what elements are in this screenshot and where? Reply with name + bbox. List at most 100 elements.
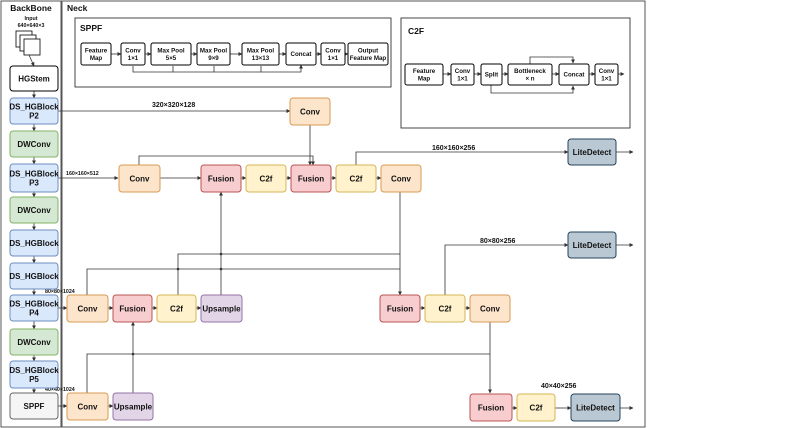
sppf-feature-map-label: Map [90,55,103,62]
sppf-output-label: Output [358,47,378,54]
sppf-maxpool-5-label: 5×5 [166,55,177,62]
backbone-dwconv-2: DWConv [9,196,59,224]
c2f-conv-in-label: Conv [455,68,471,75]
sppf-conv-in-label: Conv [125,47,141,54]
sppf-concat-label: Concat [291,51,312,58]
sppf-conv-out-label: Conv [325,47,341,54]
sppf-maxpool-9-label: 9×9 [208,55,219,62]
node-fusion-1: Fusion [200,164,242,193]
backbone-dwconv-1: DWConv [9,130,59,158]
backbone-dwconv-3-label: DWConv [17,338,51,347]
node-conv-p3-label: Conv [130,174,151,183]
node-detect-medium-label: LiteDetect [573,241,612,250]
node-detect-small: LiteDetect [570,393,621,422]
node-c2f-p4: C2f [156,294,197,323]
node-detect-medium: LiteDetect [567,231,617,259]
node-c2f-5-label: C2f [530,403,543,412]
node-detect-small-label: LiteDetect [576,403,615,412]
connectors [28,52,634,410]
label-p3-size: 160×160×512 [66,171,99,177]
backbone-frame [0,0,62,428]
input-image-stack-icon [15,30,41,56]
node-conv-p4-label: Conv [78,304,99,313]
backbone-hgblock-b-label: DS_HGBlock [9,272,59,281]
backbone-hgblock-p4-label: P4 [29,308,39,317]
sppf-conv-out-label: 1×1 [328,55,339,62]
sppf-panel-title: SPPF [80,23,102,33]
node-conv-4-label: Conv [480,304,501,313]
label-out-small: 40×40×256 [541,383,577,390]
sppf-panel [74,17,392,88]
input-label: Input [25,16,38,22]
node-c2f-1-label: C2f [260,174,273,183]
label-out-medium: 80×80×256 [480,238,516,245]
c2f-bottleneck-label: × n [525,75,534,82]
node-fusion-5: Fusion [469,393,513,422]
backbone-hgblock-b: DS_HGBlock [9,262,59,290]
backbone-hgblock-a: DS_HGBlock [9,229,59,257]
sppf-conv-in-label: 1×1 [128,55,139,62]
node-conv-p3: Conv [118,164,161,193]
backbone-hgblock-a-label: DS_HGBlock [9,239,59,248]
node-c2f-p4-label: C2f [170,304,183,313]
c2f-conv-in-label: 1×1 [457,75,468,82]
c2f-concat-label: Concat [564,72,585,79]
backbone-hgstem-label: HGStem [18,74,50,83]
backbone-hgblock-p4-label: DS_HGBlock [9,299,59,308]
c2f-feature-map-label: Map [418,75,431,82]
node-upsample-p5: Upsample [112,392,154,421]
c2f-conv-out-label: 1×1 [601,75,612,82]
node-conv-3-label: Conv [391,174,412,183]
node-c2f-2-label: C2f [350,174,363,183]
label-p2-size: 320×320×128 [152,102,195,109]
backbone-hgblock-p3-label: DS_HGBlock [9,169,59,178]
neck-title: Neck [67,3,88,13]
backbone-dwconv-3: DWConv [9,328,59,356]
backbone-hgstem: HGStem [9,65,59,92]
backbone-hgblock-p5-label: DS_HGBlock [9,366,59,375]
c2f-panel [400,17,631,129]
node-c2f-2: C2f [335,164,377,193]
sppf-maxpool-5-label: Max Pool [157,47,184,54]
node-fusion-4-label: Fusion [387,304,413,313]
node-conv-p4: Conv [66,294,109,323]
node-c2f-5: C2f [516,393,556,422]
sppf-maxpool-9-label: Max Pool [200,47,227,54]
backbone-title: BackBone [10,3,52,13]
sppf-maxpool-13-label: Max Pool [247,47,274,54]
backbone-hgblock-p3-label: P3 [29,178,39,187]
sppf-feature-map-label: Feature [85,47,108,54]
backbone-hgblock-p2-label: P2 [29,111,39,120]
node-conv-p5-label: Conv [78,402,99,411]
node-detect-large: LiteDetect [567,138,617,166]
node-conv-3: Conv [380,164,422,193]
node-conv-p5: Conv [66,392,109,421]
node-fusion-4: Fusion [379,294,421,323]
node-fusion-5-label: Fusion [478,403,504,412]
node-conv-p2-label: Conv [300,107,321,116]
label-p4-size: 80×80×1024 [45,289,75,295]
node-fusion-2-label: Fusion [298,174,324,183]
c2f-split: Split [480,63,503,86]
node-c2f-4-label: C2f [439,304,452,313]
node-c2f-4: C2f [424,294,466,323]
backbone-dwconv-2-label: DWConv [17,206,51,215]
label-p5-size: 40×40×1024 [45,387,75,393]
node-fusion-p4-label: Fusion [119,304,145,313]
node-conv-p2: Conv [289,97,331,126]
c2f-panel-title: C2F [408,26,424,36]
backbone-dwconv-1-label: DWConv [17,140,51,149]
node-upsample-p4: Upsample [200,294,243,323]
